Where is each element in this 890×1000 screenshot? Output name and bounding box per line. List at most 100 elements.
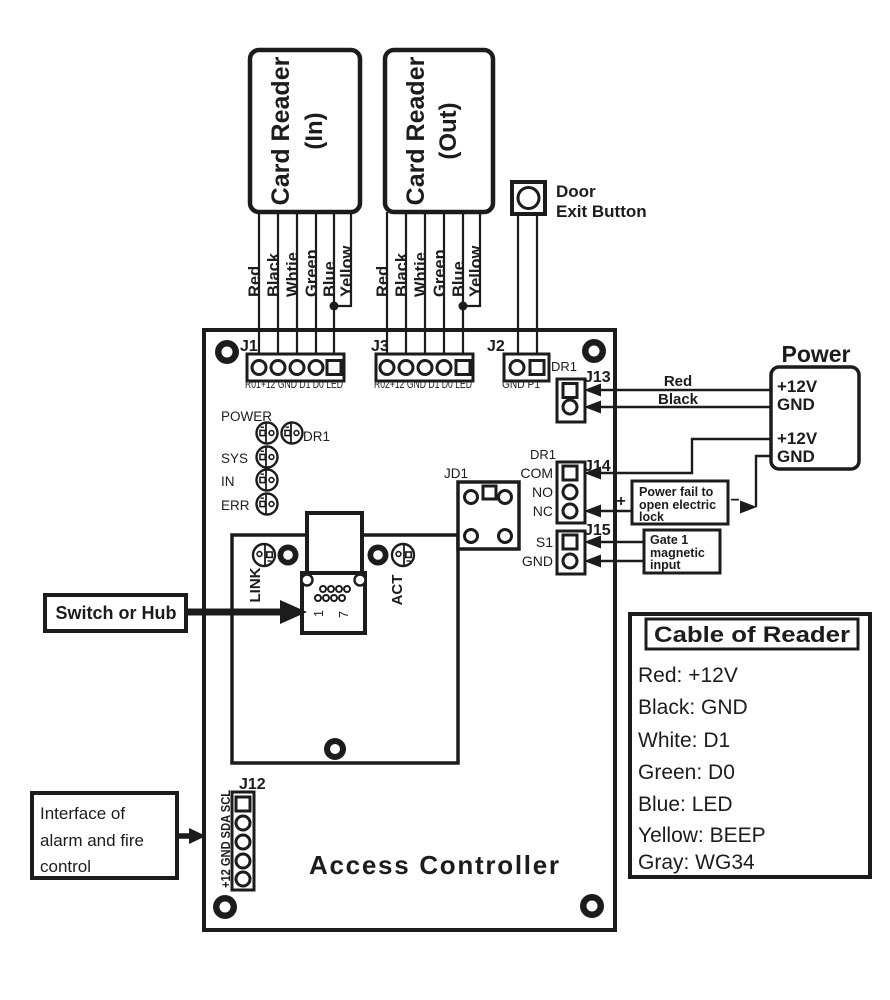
card-reader-out-subtitle: (Out) — [435, 102, 462, 159]
pin-round — [463, 489, 479, 505]
interface-line1: Interface of — [40, 804, 125, 823]
switch-hub-box — [43, 593, 188, 633]
j14-no-label: NO — [532, 484, 553, 500]
red-wire-label: Red — [664, 373, 692, 390]
rj45-pin1-label: 1 — [312, 610, 326, 617]
lock-note-line2: open electric — [639, 498, 716, 512]
pin-round — [561, 483, 579, 501]
card-reader-out: Card Reader (Out) — [382, 47, 496, 215]
gate-note-line1: Gate 1 — [650, 533, 688, 547]
pin-round — [307, 359, 325, 376]
j14-label: J14 — [584, 458, 611, 475]
interface-line3: control — [40, 857, 91, 876]
black-wire-label: Black — [658, 391, 699, 408]
card-reader-in-title: Card Reader — [267, 56, 295, 205]
wire-label-in-blue: Blue — [321, 261, 339, 297]
jd1-label: JD1 — [444, 466, 468, 481]
card-reader-out-box — [382, 47, 496, 215]
j1-pin-labels: R01+12 GND D1 D0 LED — [245, 377, 343, 391]
j12-label: J12 — [239, 776, 266, 793]
j15-label: J15 — [584, 522, 611, 539]
mounting-hole-icon — [582, 339, 606, 363]
wire-yellow — [463, 212, 482, 308]
pin-square — [481, 484, 498, 501]
interface-box — [30, 791, 179, 880]
lock-minus-label: − — [730, 492, 739, 509]
arrow-left-icon — [584, 383, 601, 397]
arrow-left-icon — [584, 400, 601, 414]
lock-note-line1: Power fail to — [639, 485, 714, 499]
j2-pin-labels: GND P1 — [502, 377, 540, 391]
j3-pin-labels: R02+12 GND D1 D0 LED — [374, 377, 472, 391]
pin-round — [497, 489, 513, 505]
mounting-hole-icon — [324, 738, 346, 760]
wire-label-in-green: Green — [303, 249, 321, 297]
wire-label-out-black: Black — [393, 252, 411, 297]
pin-round — [561, 502, 579, 520]
err-led-icon — [255, 492, 279, 516]
j15-gnd-label: GND — [522, 553, 553, 569]
dr1-led-label: DR1 — [303, 429, 330, 444]
dr1-led-icon — [280, 421, 304, 445]
j15-s1-label: S1 — [536, 534, 553, 550]
pin-round — [561, 552, 579, 570]
reader-in-wires: Red Black Whtie Green Blue Yellow — [246, 212, 356, 355]
gate-magnetic-note: Gate 1 magnetic input — [642, 528, 722, 575]
alarm-fire-interface: Interface of alarm and fire control — [30, 791, 206, 880]
pin-round — [397, 359, 415, 376]
wire-label-out-blue: Blue — [450, 261, 468, 297]
legend-entry-white: White: D1 — [638, 729, 730, 752]
jd1-relay: JD1 — [444, 466, 521, 551]
j13-label: J13 — [584, 369, 611, 386]
pin-round — [234, 870, 252, 888]
wire-label-in-red: Red — [246, 266, 264, 297]
j1-label: J1 — [240, 338, 258, 355]
sys-led-label: SYS — [221, 451, 248, 466]
power-gnd-1: GND — [777, 395, 815, 414]
j14-nc-label: NC — [533, 503, 553, 519]
mounting-hole-icon — [215, 340, 239, 364]
pin-square — [234, 795, 252, 813]
pin-round — [250, 359, 268, 376]
mounting-hole-icon — [213, 895, 237, 919]
legend-box — [628, 612, 872, 879]
wire-label-out-green: Green — [431, 249, 449, 297]
gnd-lock-wire — [754, 454, 771, 507]
power-title: Power — [781, 341, 850, 367]
legend-entry-green: Green: D0 — [638, 761, 735, 784]
j15-connector: J15 S1 GND — [522, 522, 645, 576]
arrow-left-icon — [584, 466, 601, 480]
mounting-hole-icon — [580, 894, 604, 918]
legend-entry-blue: Blue: LED — [638, 793, 733, 816]
switch-or-hub: Switch or Hub — [43, 593, 307, 633]
wire-junction-dot — [458, 301, 468, 311]
j14-dr1-label: DR1 — [530, 447, 556, 462]
power-led-icon — [255, 421, 279, 445]
card-reader-out-title: Card Reader — [402, 56, 430, 205]
legend-entry-yellow: Yellow: BEEP — [638, 824, 766, 847]
in-led-label: IN — [221, 474, 235, 489]
j3-connector: J3 R02+12 GND D1 D0 LED — [371, 338, 475, 391]
power-12v-2: +12V — [777, 429, 818, 448]
switch-hub-label: Switch or Hub — [56, 603, 177, 623]
board-title: Access Controller — [309, 850, 559, 880]
card-reader-in: Card Reader (In) — [247, 47, 363, 215]
lock-note-box — [630, 479, 730, 526]
link-led-icon — [251, 542, 277, 568]
arrow-left-icon — [584, 535, 601, 549]
pin-round — [269, 359, 287, 376]
act-led-icon — [390, 542, 416, 568]
link-label: LINK — [247, 567, 264, 602]
door-exit-label-line1: Door — [556, 182, 596, 201]
pin-round — [508, 359, 526, 376]
wire-label-out-red: Red — [374, 266, 392, 297]
com-power-wire — [599, 437, 771, 475]
pin-round — [288, 359, 306, 376]
power-gnd-2: GND — [777, 447, 815, 466]
j2-dr1-label: DR1 — [551, 359, 577, 374]
door-exit-label-line2: Exit Button — [556, 202, 647, 221]
pin-square — [454, 359, 472, 376]
gate-note-line2: magnetic — [650, 546, 705, 560]
gate-note-line3: input — [650, 558, 681, 572]
wire-label-in-black: Black — [265, 252, 283, 297]
